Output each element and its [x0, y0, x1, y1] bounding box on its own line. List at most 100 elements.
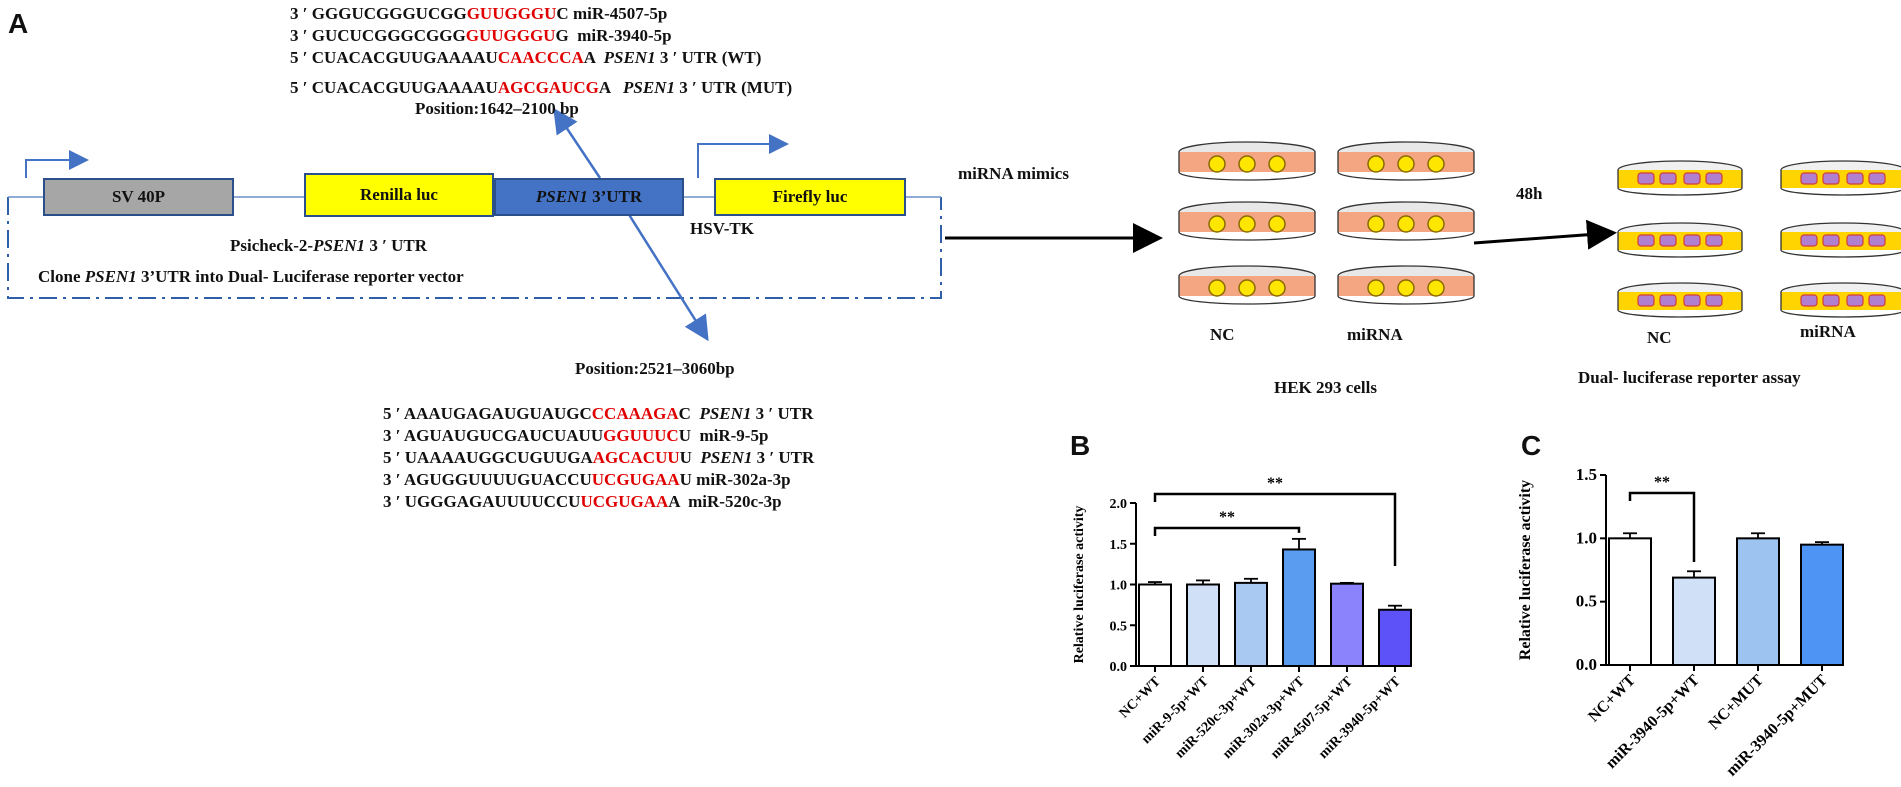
sequence-pre: 5 ′ CUACACGUUGAAAAU: [290, 48, 498, 67]
y-axis-label: Relative luciferase activity: [1517, 480, 1534, 660]
dish-wall: [1617, 170, 1743, 196]
sequence-tail-italic: PSEN1: [622, 78, 675, 97]
sequence-pre: 3 ′ AGUGGUUUUGUACCU: [383, 470, 592, 489]
panel-label-a: A: [8, 8, 29, 39]
sv40-promoter-arrow: [25, 150, 89, 178]
dish-wall: [1337, 152, 1475, 181]
sequence-hl: UCGUGAA: [591, 470, 680, 489]
cell-well: [1268, 155, 1286, 173]
category-label: NC+MUT: [1706, 672, 1767, 733]
sequence-hl: AGCACUU: [592, 448, 680, 467]
sequence-pre: 5 ′ UAAAAUGGCUGUUGA: [383, 448, 593, 467]
dish-wall: [1178, 276, 1316, 305]
significance-label: **: [1654, 474, 1670, 491]
nc-label-assay: NC: [1647, 328, 1672, 347]
sequence-pre: 3 ′ UGGGAGAUUUUCCU: [383, 492, 581, 511]
reporter-well: [1705, 294, 1723, 307]
sequence-post: U: [679, 448, 692, 467]
reporter-well: [1705, 172, 1723, 185]
sequence-tail: 3 ′ UTR: [751, 404, 814, 423]
renilla-box: Renilla luc: [304, 173, 494, 217]
sequence-post: A: [583, 48, 596, 67]
position-bottom: Position:2521–3060bp: [575, 359, 735, 378]
reporter-well: [1637, 294, 1655, 307]
bar: [1282, 548, 1316, 668]
reporter-well: [1637, 234, 1655, 247]
dish-wall: [1780, 232, 1901, 258]
sequence-tail: miR-9-5p: [699, 426, 769, 445]
sequence-line: 5 ′ AAAUGAGAUGUAUGCCCAAAGAC PSEN1 3 ′ UT…: [383, 403, 813, 425]
cell-well: [1427, 155, 1445, 173]
bar: [1736, 537, 1780, 666]
sequence-post: U: [678, 426, 691, 445]
firefly-label: Firefly luc: [772, 187, 848, 206]
y-axis-label: Relative luciferase activity: [1072, 506, 1087, 664]
bar: [1138, 583, 1172, 667]
reporter-well: [1822, 234, 1840, 247]
reporter-well: [1846, 172, 1864, 185]
sequence-hl: UCGUGAA: [580, 492, 669, 511]
cell-well: [1427, 215, 1445, 233]
mirna-label-cells: miRNA: [1347, 325, 1403, 344]
sequence-post: C: [678, 404, 691, 423]
reporter-well: [1846, 234, 1864, 247]
sv40-box: SV 40P: [43, 178, 234, 216]
sequence-line: 5 ′ CUACACGUUGAAAAUCAACCCAA PSEN1 3 ′ UT…: [290, 47, 761, 69]
sequence-line: 5 ′ CUACACGUUGAAAAUAGCGAUCGA PSEN1 3 ′ U…: [290, 77, 792, 99]
sequence-post: U: [679, 470, 692, 489]
sv40-label: SV 40P: [111, 187, 166, 206]
dish-wall: [1178, 152, 1316, 181]
sequence-line: 5 ′ UAAAAUGGCUGUUGAAGCACUUU PSEN1 3 ′ UT…: [383, 447, 814, 469]
time-label: 48h: [1516, 184, 1543, 203]
y-tick-label: 0.5: [1576, 592, 1597, 611]
psen1-utr-label: PSEN1 3’UTR: [535, 187, 643, 206]
sequence-tail: miR-4507-5p: [572, 4, 668, 23]
reporter-well: [1822, 294, 1840, 307]
y-tick-label: 0.0: [1110, 660, 1128, 675]
firefly-box: Firefly luc: [714, 178, 906, 216]
panel-label-c: C: [1521, 430, 1542, 461]
sequence-line: 3 ′ AGUGGUUUUGUACCUUCGUGAAU miR-302a-3p: [383, 469, 791, 491]
sequence-tail: miR-302a-3p: [696, 470, 791, 489]
reporter-well: [1683, 172, 1701, 185]
sequence-hl: GGUUUC: [603, 426, 679, 445]
y-tick-label: 1.0: [1110, 579, 1128, 594]
bar: [1672, 576, 1716, 666]
assay-label: Dual- luciferase reporter assay: [1578, 368, 1801, 387]
cell-well: [1208, 215, 1226, 233]
sequence-tail-italic: PSEN1: [603, 48, 656, 67]
sequence-pre: 5 ′ CUACACGUUGAAAAU: [290, 78, 498, 97]
position-top: Position:1642–2100 bp: [415, 99, 579, 118]
reporter-well: [1683, 294, 1701, 307]
renilla-label: Renilla luc: [360, 185, 438, 204]
y-tick-label: 0.0: [1576, 655, 1597, 674]
dish-wall: [1780, 292, 1901, 318]
significance-bracket: [1153, 526, 1301, 536]
cell-well: [1208, 279, 1226, 297]
panel-label-b: B: [1070, 430, 1091, 461]
arrow-to-bottom-site: [626, 212, 709, 342]
assay-dishes: [1617, 160, 1901, 318]
sequence-tail: miR-3940-5p: [577, 26, 672, 45]
cell-well: [1238, 215, 1256, 233]
cell-well: [1427, 279, 1445, 297]
sequence-hl: CAACCCA: [497, 48, 584, 67]
hek293-label: HEK 293 cells: [1274, 378, 1377, 397]
dish-wall: [1617, 292, 1743, 318]
y-tick-label: 1.5: [1576, 465, 1597, 484]
sequence-pre: 5 ′ AAAUGAGAUGUAUGC: [383, 404, 592, 423]
hsv-promoter-arrow: [697, 134, 789, 178]
sequence-hl: GUUGGGU: [466, 4, 557, 23]
reporter-well: [1846, 294, 1864, 307]
dish-wall: [1178, 212, 1316, 241]
cell-well: [1367, 155, 1385, 173]
clone-caption: Clone PSEN1 3’UTR into Dual- Luciferase …: [38, 267, 464, 286]
arrow-to-top-site: [553, 107, 602, 179]
significance-bracket: [1153, 492, 1397, 566]
sequence-tail-italic: PSEN1: [699, 404, 752, 423]
sequence-line: 3 ′ AGUAUGUCGAUCUAUUGGUUUCU miR-9-5p: [383, 425, 768, 447]
y-tick-label: 1.5: [1110, 538, 1128, 553]
